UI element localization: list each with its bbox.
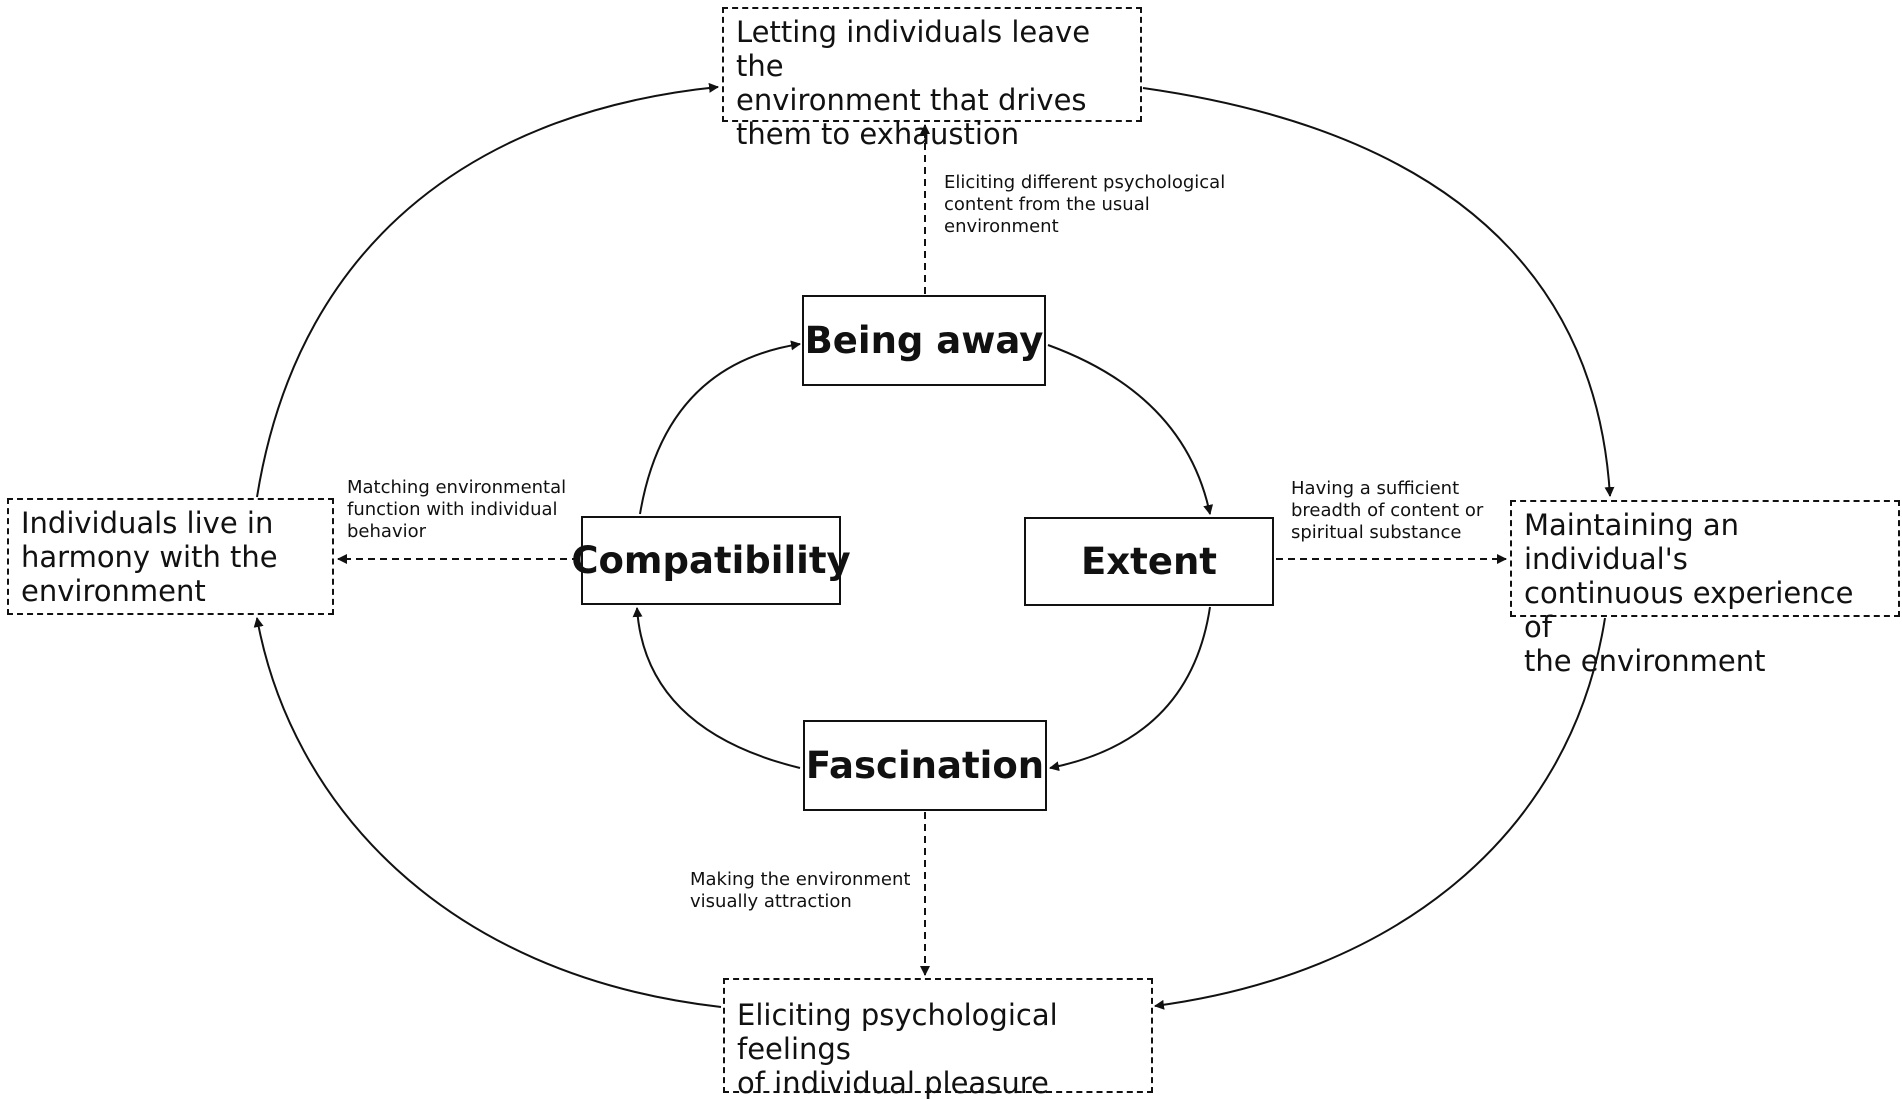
arrow-bottom-to-left [253,617,722,1008]
annotation-line: environment [944,216,1059,237]
annotation-fascination: Making the environment visually attracti… [690,869,910,913]
outcome-line: continuous experience of [1524,576,1854,644]
arrow-top-to-right [1142,87,1615,497]
compatibility-box: Compatibility [571,516,851,605]
arrow-compatibility-to-being-away [639,340,801,515]
outcome-leave-environment: Letting individuals leave the environmen… [722,7,1142,151]
annotation-line: content from the usual [944,194,1150,215]
annotation-compatibility: Matching environmental function with ind… [347,477,566,543]
outcome-line: the environment [1524,644,1766,678]
outcome-line: environment [21,574,206,608]
annotation-line: Eliciting different psychological [944,172,1226,193]
outcome-line: environment that drives [736,83,1087,117]
arrow-being-away-to-extent [1047,344,1214,515]
annotation-line: function with individual [347,499,558,520]
outcome-line: Eliciting psychological feelings [737,998,1058,1066]
outcome-line: Letting individuals leave the [736,15,1091,83]
annotation-line: behavior [347,521,427,542]
outcome-pleasure: Eliciting psychological feelings of indi… [723,978,1153,1100]
arrow-extent-to-fascination [1049,606,1211,772]
annotation-line: Matching environmental [347,477,567,498]
annotation-line: Having a sufficient [1291,478,1460,499]
arrow-fascination-to-compatibility [632,607,801,769]
outcome-line: Maintaining an individual's [1524,508,1740,576]
being-away-box: Being away [802,295,1046,386]
annotation-line: breadth of content or [1291,500,1484,521]
outcome-line: harmony with the [21,540,278,574]
annotation-line: spiritual substance [1291,522,1462,543]
outcome-line: Individuals live in [21,506,274,540]
outcome-harmony: Individuals live in harmony with the env… [7,498,334,615]
annotation-extent: Having a sufficient breadth of content o… [1291,478,1483,544]
annotation-line: Making the environment [690,869,911,890]
annotation-line: visually attraction [690,891,852,912]
outcome-line: of individual pleasure [737,1066,1049,1100]
fascination-box: Fascination [803,720,1047,811]
outcome-continuous-experience: Maintaining an individual's continuous e… [1510,500,1900,678]
arrow-left-to-top [256,82,719,498]
arrow-right-to-bottom [1154,617,1606,1010]
outcome-line: them to exhaustion [736,117,1020,151]
annotation-being-away: Eliciting different psychological conten… [944,172,1225,238]
extent-box: Extent [1024,517,1274,606]
